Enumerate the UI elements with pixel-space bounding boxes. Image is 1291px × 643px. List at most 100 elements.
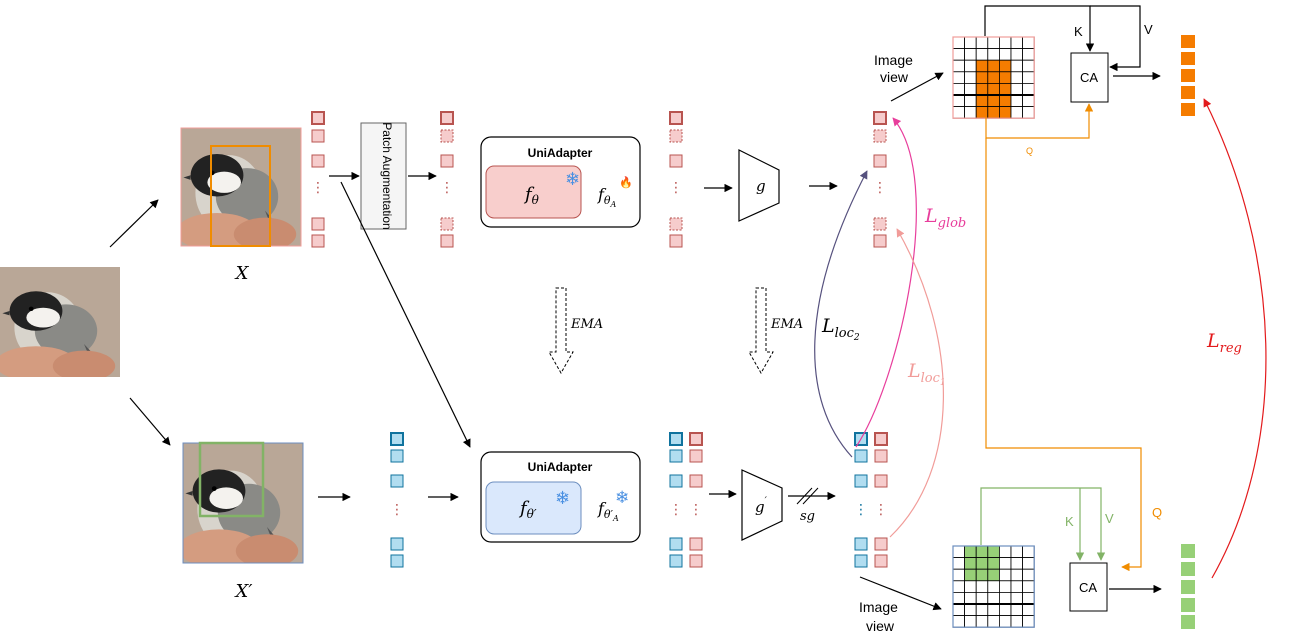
aug-tokens-ellipsis: ⋮ (440, 180, 454, 196)
grid-cell (952, 59, 966, 73)
x-tokens-token (311, 111, 325, 125)
grid-cell-selected (964, 545, 977, 559)
output-feature-columns (1181, 35, 1195, 629)
patch-augmentation-box (360, 122, 407, 230)
grid-cell (952, 568, 966, 582)
grid-cell (964, 83, 977, 96)
arrow-v-top (1090, 5, 1141, 72)
xprime-tokens-token (390, 474, 404, 488)
view-x-label: X (234, 263, 250, 284)
grid-cell (964, 48, 977, 61)
grid-cell-selected (987, 106, 1000, 119)
grid-cell (1010, 83, 1024, 96)
grid-cell-selected (964, 557, 977, 570)
image-view-top-label-1: Image (874, 52, 913, 68)
crop-box-green (198, 441, 265, 518)
grid-cell (952, 106, 966, 119)
f-theta-prime-block (485, 481, 582, 535)
grid-cell (952, 580, 966, 593)
orange-feature-token (1181, 35, 1195, 48)
grid-cell (1010, 603, 1024, 617)
x-tokens-token (311, 129, 325, 143)
online-enc-tokens-token (669, 234, 683, 248)
green-feature-token (1181, 580, 1195, 594)
grid-cell (975, 592, 989, 605)
grid-cell (999, 615, 1012, 628)
grid-cell (1010, 59, 1024, 73)
ca-block-bottom (1069, 562, 1108, 612)
grid-cell-selected (987, 59, 1000, 73)
grid-cell (999, 568, 1012, 582)
grid-cell-selected (987, 83, 1000, 96)
snowflake-icon: ❄ (565, 169, 580, 189)
target-enc-tokens-pink-ellipsis: ⋮ (689, 502, 703, 518)
target-proj-tokens-pink-token (874, 474, 888, 488)
loss-glob-curve (855, 117, 917, 448)
target-proj-tokens-blue-token (854, 474, 868, 488)
grid-cell (1010, 580, 1024, 593)
snowflake-icon: ❄ (615, 488, 629, 507)
grid-cell (964, 71, 977, 84)
grid-cell (1022, 83, 1035, 96)
green-feature-token (1181, 544, 1195, 558)
grid-border (952, 545, 1035, 628)
target-enc-tokens-pink-token (689, 554, 703, 568)
arrow-k-top (984, 5, 1095, 52)
x-tokens-token (311, 234, 325, 248)
stop-grad-label: sg (800, 509, 815, 524)
target-enc-tokens-pink-token (689, 432, 703, 446)
ema-arrow-left (548, 287, 574, 375)
grid-cell (1010, 106, 1024, 119)
online-proj-tokens-token (873, 129, 887, 143)
aug-tokens-token (440, 129, 454, 143)
q-bottom-label: Q (1152, 505, 1162, 520)
image-view-bottom-label-1: Image (859, 599, 898, 615)
image-view-grid-top (952, 36, 1035, 119)
online-proj-tokens-token (873, 154, 887, 168)
orange-feature-token (1181, 69, 1195, 82)
target-proj-tokens-blue-token (854, 537, 868, 551)
online-proj-tokens-ellipsis: ⋮ (873, 180, 887, 196)
target-enc-tokens-pink-token (689, 537, 703, 551)
grid-cell (1010, 545, 1024, 559)
loss-loc2-label: Lloc2 (821, 315, 860, 343)
grid-cell-selected (975, 83, 989, 96)
target-enc-tokens-blue-ellipsis: ⋮ (669, 502, 683, 518)
patch-augmentation-label: Patch Augmentation (380, 122, 394, 229)
grid-cell-selected (999, 94, 1012, 108)
grid-cell-selected (975, 59, 989, 73)
target-proj-tokens-blue-token (854, 554, 868, 568)
projector-g-prime (741, 469, 783, 541)
image-view-bottom-label-2: view (866, 618, 895, 634)
grid-cell (964, 592, 977, 605)
grid-cell (999, 557, 1012, 570)
grid-cell (952, 615, 966, 628)
loss-loc1-label: Lloc1 (907, 360, 946, 388)
grid-cell (964, 36, 977, 50)
target-proj-tokens-pink-token (874, 432, 888, 446)
input-image (0, 267, 120, 377)
online-enc-tokens-token (669, 129, 683, 143)
uniadapter-online-title: UniAdapter (528, 146, 593, 160)
grid-cell-selected (999, 59, 1012, 73)
grid-cell-selected (999, 71, 1012, 84)
x-tokens-token (311, 217, 325, 231)
grid-cell (964, 615, 977, 628)
loss-loc1-curve (889, 228, 944, 538)
online-enc-tokens-token (669, 154, 683, 168)
grid-cell (999, 36, 1012, 50)
arrow-image-view-bottom (859, 576, 942, 611)
x-tokens-token (311, 154, 325, 168)
grid-cell-selected (987, 545, 1000, 559)
xprime-tokens-token (390, 449, 404, 463)
grid-cell (952, 48, 966, 61)
grid-cell (975, 580, 989, 593)
k-bottom-label: K (1065, 514, 1074, 529)
grid-cell (1022, 557, 1035, 570)
grid-cell (952, 36, 966, 50)
fire-icon: 🔥 (619, 176, 633, 189)
token-columns: ⋮⋮⋮⋮⋮⋮⋮⋮⋮ (311, 111, 888, 568)
projector-g (738, 149, 780, 222)
grid-cell-selected (975, 94, 989, 108)
